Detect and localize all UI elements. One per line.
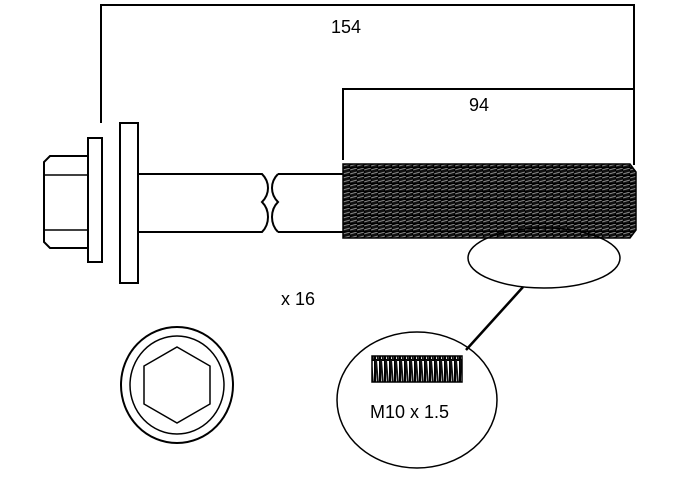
bolt-end-view-inner [129, 335, 225, 435]
thread-detail-circle [336, 331, 498, 469]
total-length-label: 154 [331, 17, 362, 37]
total-length-dimension-line [100, 4, 635, 165]
thread-spec-label: M10 x 1.5 [370, 402, 450, 422]
quantity-label: x 16 [281, 289, 316, 309]
washer [119, 122, 139, 284]
thread-detail-leader-line [465, 286, 524, 351]
thread-length-label: 94 [469, 95, 490, 115]
thread-detail-profile [371, 355, 463, 383]
thread-length-dimension-line [342, 88, 634, 160]
bolt-shank [278, 173, 343, 233]
hex-icon [143, 346, 211, 424]
bolt-shank [138, 173, 269, 233]
bolt-flange [87, 137, 103, 263]
bolt-head [43, 155, 89, 249]
thread-detail-pointer-ellipse [467, 227, 621, 289]
bolt-shank-break [271, 173, 280, 233]
bolt-end-view-outer [120, 326, 234, 444]
bolt-thread [342, 163, 637, 239]
